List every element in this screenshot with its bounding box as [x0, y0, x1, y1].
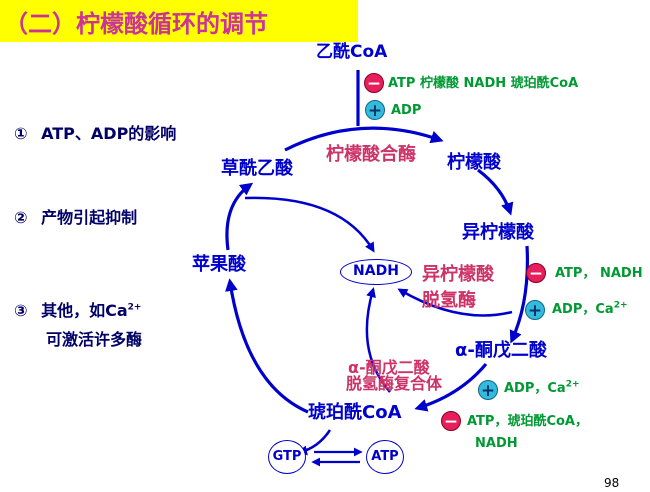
minus-icon: −	[441, 411, 461, 432]
arrow-succinylcoa-gtp	[297, 429, 332, 456]
factor-3-line1: 其他，如Ca	[41, 301, 128, 320]
arrow-isocitrate-kg	[509, 245, 529, 344]
plus-icon: +	[478, 380, 498, 401]
arrow-icdh-nadh	[397, 288, 513, 317]
arrow-malate-oxaloacetate	[225, 182, 254, 251]
kgdh-inhibitors-line1: ATP，琥珀酰CoA，	[467, 414, 588, 429]
alpha-ketoglutarate-label: α-酮戊二酸	[455, 340, 547, 361]
nadh-oval: NADH	[340, 259, 412, 285]
arrow-citrate-isocitrate	[477, 168, 514, 216]
factor-2: ② 产物引起抑制	[14, 210, 137, 226]
plus-icon: +	[365, 100, 385, 121]
factor-1: ① ATP、ADP的影响	[14, 126, 176, 142]
gtp-label: GTP	[272, 449, 302, 464]
succinyl-coa-label: 琥珀酰CoA	[308, 402, 402, 423]
minus-icon: −	[526, 263, 546, 284]
page-number: 98	[604, 476, 620, 490]
slide-title: （二）柠檬酸循环的调节	[4, 10, 268, 38]
factor-1-text: ATP、ADP的影响	[41, 124, 177, 143]
arrow-kgdh-nadh	[365, 287, 391, 393]
cs-inhibitors: ATP 柠檬酸 NADH 琥珀酰CoA	[388, 76, 579, 91]
icdh-ca-charge: 2+	[613, 300, 628, 311]
factor-2-text: 产物引起抑制	[41, 208, 138, 227]
citrate-label: 柠檬酸	[447, 152, 501, 173]
cs-activators: ADP	[391, 103, 422, 118]
citrate-synthase-label: 柠檬酸合酶	[326, 144, 416, 165]
kgdh-line2: 脱氢酶复合体	[346, 374, 443, 393]
factor-1-num: ①	[14, 124, 28, 143]
kgdh-line1: α-酮戊二酸	[348, 358, 430, 377]
kgdh-ca-charge: 2+	[565, 379, 580, 390]
minus-icon: −	[364, 73, 384, 94]
arrow-oxaloacetate-citrate	[284, 126, 444, 152]
nadh-label: NADH	[353, 263, 399, 279]
icdh-activators-text: ADP，Ca	[552, 302, 614, 317]
malate-label: 苹果酸	[192, 254, 246, 275]
atp-oval: ATP	[366, 440, 404, 474]
arrow-kg-succinylcoa	[414, 362, 488, 412]
kgdh-activators: ADP，Ca2+	[504, 379, 580, 396]
kgdh-activators-text: ADP，Ca	[504, 381, 566, 396]
oxaloacetate-label: 草酰乙酸	[221, 158, 293, 179]
isocitrate-label: 异柠檬酸	[462, 222, 534, 243]
plus-icon: +	[525, 300, 545, 321]
icdh-inhibitors: ATP， NADH	[555, 266, 643, 281]
atp-label: ATP	[371, 449, 399, 464]
factor-3: ③ 其他，如Ca2+	[14, 303, 141, 319]
arrow-malate-nadh	[244, 196, 375, 253]
acetyl-coa-label: 乙酰CoA	[316, 42, 388, 62]
isocitrate-dh-line1: 异柠檬酸	[422, 264, 494, 285]
factor-3-num: ③	[14, 301, 28, 320]
factor-2-num: ②	[14, 208, 28, 227]
icdh-activators: ADP，Ca2+	[552, 300, 628, 317]
title-bar	[0, 0, 358, 42]
gtp-oval: GTP	[268, 440, 306, 474]
kgdh-inhibitors-line2: NADH	[475, 436, 518, 451]
isocitrate-dh-line2: 脱氢酶	[422, 290, 476, 311]
arrow-succinylcoa-malate	[225, 278, 309, 414]
factor-3-line2: 可激活许多酶	[46, 330, 143, 349]
factor-3-sup: 2+	[127, 302, 142, 313]
